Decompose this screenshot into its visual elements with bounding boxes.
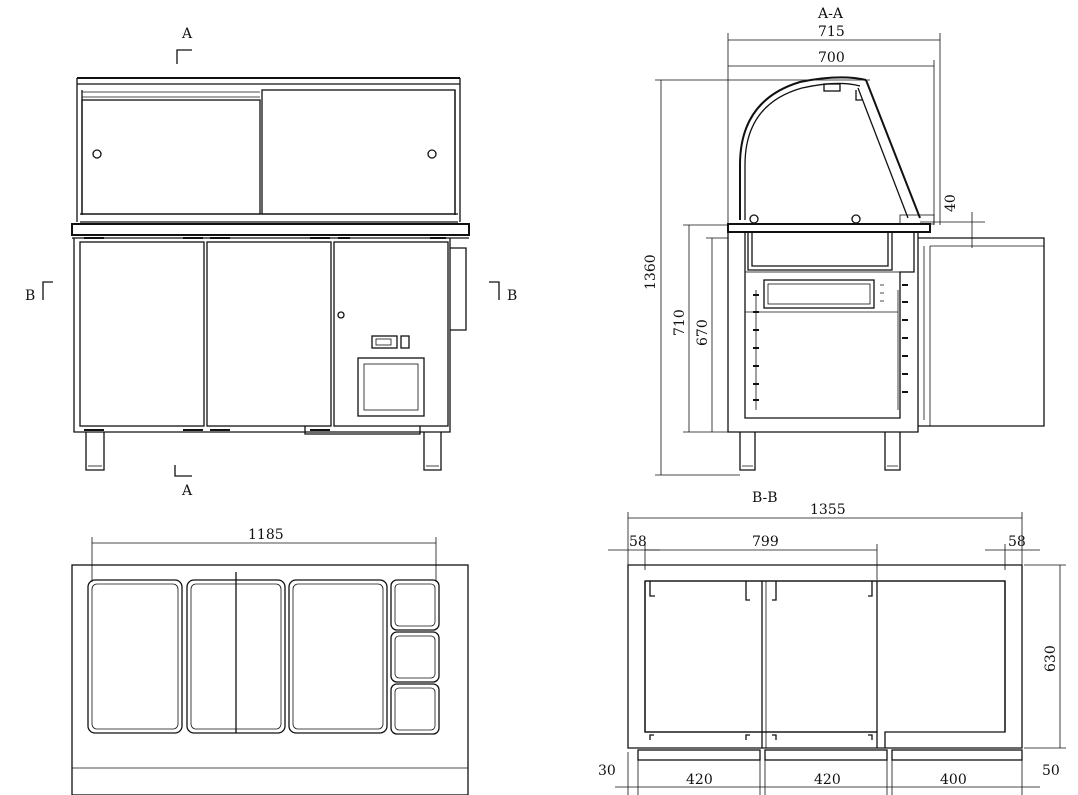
legs [85,432,442,471]
svg-text:1185: 1185 [248,527,284,543]
top-view: 1185 [71,527,469,795]
vent-grille [357,357,425,417]
svg-text:420: 420 [814,772,841,788]
dim-outer-depth: 715 [727,24,941,225]
svg-text:B: B [25,288,35,304]
power-switch [400,335,410,349]
dim-glass-height: 40 [920,194,985,248]
svg-text:A-A: A-A [817,6,844,22]
panel-lock-icon [337,311,345,319]
dim-total-height: 1360 [643,79,870,476]
section-mark-b-left: B [25,281,53,304]
dim-counter-height: 710 [672,224,730,433]
svg-text:710: 710 [672,309,688,336]
svg-text:30: 30 [598,763,616,779]
svg-text:50: 50 [1042,763,1060,779]
svg-text:715: 715 [818,24,845,40]
svg-text:A: A [181,26,193,42]
curved-canopy [739,76,921,224]
glass-panel-left [81,99,261,215]
svg-text:B-B: B-B [752,490,778,506]
countertop [71,223,470,236]
glass-panel-right [261,89,456,215]
insulated-body [727,231,919,433]
dim-right-wall: 58 [985,534,1040,570]
svg-text:400: 400 [940,772,967,788]
compressor-panel [333,241,449,427]
svg-text:58: 58 [629,534,647,550]
gn-pan-1 [87,579,183,734]
door-middle [206,241,332,427]
gn-pan [747,232,893,271]
door-knob-left [92,149,102,159]
controller-display [371,335,398,349]
dim-total-width: 1355 [627,502,1023,570]
door-left [79,241,205,427]
cabinet-body [73,237,467,435]
side-door [918,237,1045,427]
svg-text:700: 700 [818,50,845,66]
svg-text:A: A [181,483,193,499]
dim-body-height: 670 [695,237,728,432]
section-mark-a-bottom: A [174,465,193,499]
svg-text:58: 58 [1008,534,1026,550]
dim-bottom: 30 420 420 400 50 [598,752,1060,795]
dim-top-width: 1185 [91,527,437,582]
svg-text:630: 630 [1043,645,1059,672]
svg-text:670: 670 [695,319,711,346]
front-view: A A B B [25,26,517,499]
gn-pan-small-3 [390,683,440,735]
section-door-3 [891,749,1023,761]
svg-text:420: 420 [686,772,713,788]
section-door-1 [637,749,761,761]
svg-text:B: B [507,288,517,304]
svg-text:40: 40 [943,194,959,212]
dim-depth: 630 [1024,564,1066,749]
svg-text:1360: 1360 [643,254,659,290]
gn-pan-small-2 [390,631,440,683]
section-mark-b-right: B [489,281,517,304]
evaporator-grille [763,279,875,309]
glass-canopy [76,77,461,223]
gn-pan-3 [288,579,388,734]
gn-pan-small-1 [390,579,440,631]
section-door-2 [764,749,888,761]
dim-inner-depth: 700 [728,50,935,225]
section-b-b: B-B 1355 58 799 58 630 [598,490,1066,795]
svg-text:799: 799 [752,534,779,550]
section-mark-a-top: A [176,26,193,64]
svg-text:1355: 1355 [810,502,846,518]
dim-inner-width: 799 [645,534,878,580]
door-knob-right [427,149,437,159]
side-section: A-A 715 700 40 1360 710 670 [643,6,1045,476]
